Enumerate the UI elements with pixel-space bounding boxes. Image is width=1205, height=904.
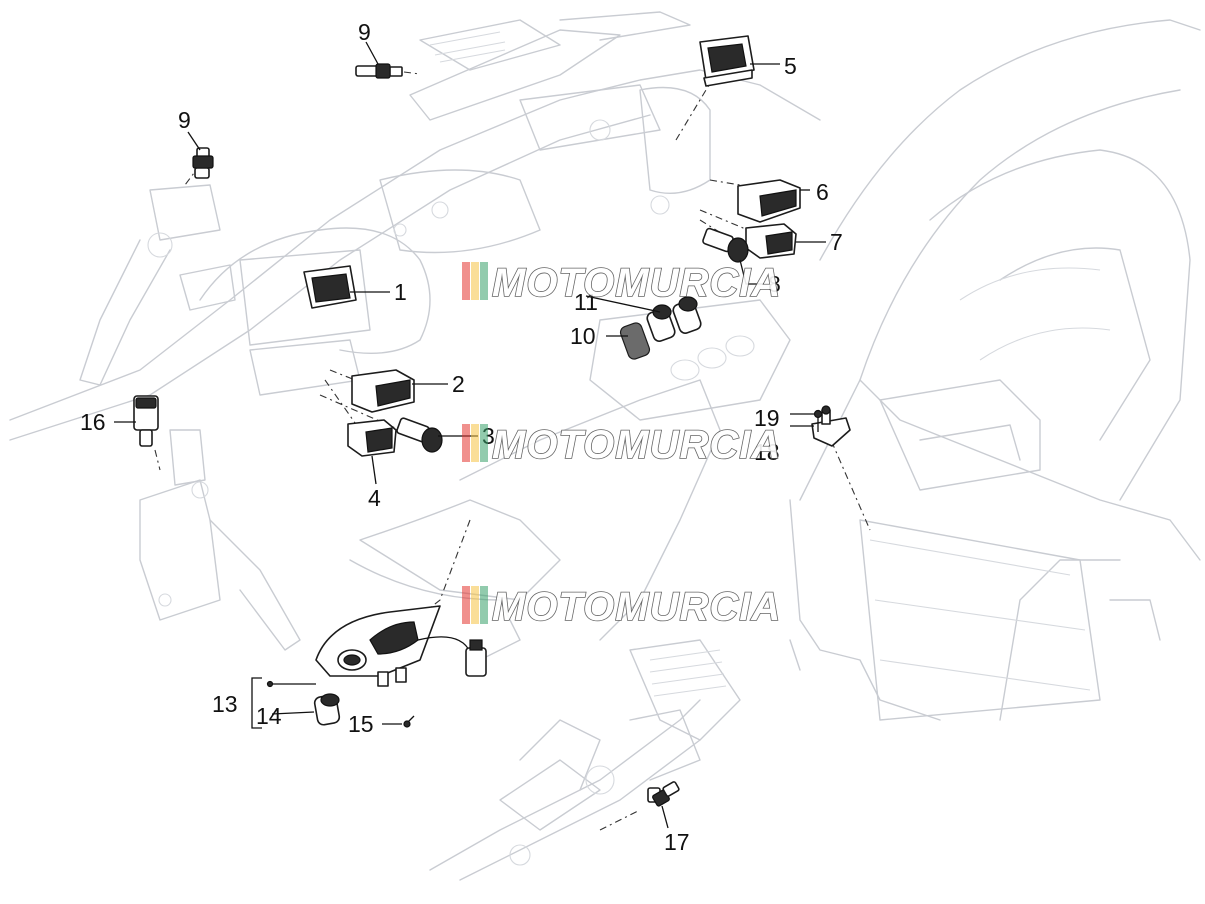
callout-4: 4 — [368, 485, 381, 511]
watermark-text-2: MOTOMURCIA — [492, 423, 781, 467]
part-13-control-module — [315, 605, 487, 687]
part-6-horn-button — [737, 179, 801, 223]
callout-7: 7 — [830, 229, 843, 255]
part-15-screw — [403, 715, 415, 728]
part-2-button — [351, 369, 415, 413]
ghost-scooter-outline — [9, 11, 1201, 881]
part-10-11-knobs — [619, 296, 702, 360]
watermark-text-3: MOTOMURCIA — [492, 585, 781, 629]
parts — [133, 35, 851, 807]
callout-10: 10 — [570, 323, 596, 349]
part-9-upper-stop-switch — [355, 63, 403, 79]
callout-9-upper: 9 — [358, 19, 371, 45]
part-1-switch — [303, 265, 357, 309]
callout-2: 2 — [452, 371, 465, 397]
part-14-knob — [313, 693, 341, 726]
callout-5: 5 — [784, 53, 797, 79]
callout-15: 15 — [348, 711, 374, 737]
callout-13: 13 — [212, 691, 238, 717]
watermark-logo-1: MOTOMURCIA — [462, 260, 781, 306]
leader-lines — [114, 41, 826, 829]
watermark-text-1: MOTOMURCIA — [492, 261, 781, 305]
part-19-screw — [813, 409, 823, 432]
part-7-light-switch — [745, 223, 797, 259]
callout-16: 16 — [80, 409, 106, 435]
part-4-switch — [347, 419, 397, 457]
callout-17: 17 — [664, 829, 690, 855]
callout-1: 1 — [394, 279, 407, 305]
part-9-left-stop-switch — [192, 147, 214, 179]
watermark-logo-3: MOTOMURCIA — [462, 584, 781, 630]
callout-8: 8 — [768, 271, 781, 297]
part-5-hazard-switch — [699, 35, 755, 87]
callout-18: 18 — [754, 439, 780, 465]
callout-14: 14 — [256, 703, 282, 729]
callout-9-left: 9 — [178, 107, 191, 133]
part-3-button — [396, 417, 443, 453]
part-17-switch — [647, 781, 680, 807]
callout-6: 6 — [816, 179, 829, 205]
part-8-button — [702, 227, 749, 263]
callout-19: 19 — [754, 405, 780, 431]
callout-numbers: 9 9 5 6 7 8 1 11 10 2 3 4 16 19 18 13 14… — [80, 19, 843, 855]
callout-11: 11 — [574, 289, 598, 315]
part-18-switch — [811, 405, 851, 447]
part-16-sensor — [133, 395, 159, 447]
watermark-logo-2: MOTOMURCIA — [462, 422, 781, 468]
